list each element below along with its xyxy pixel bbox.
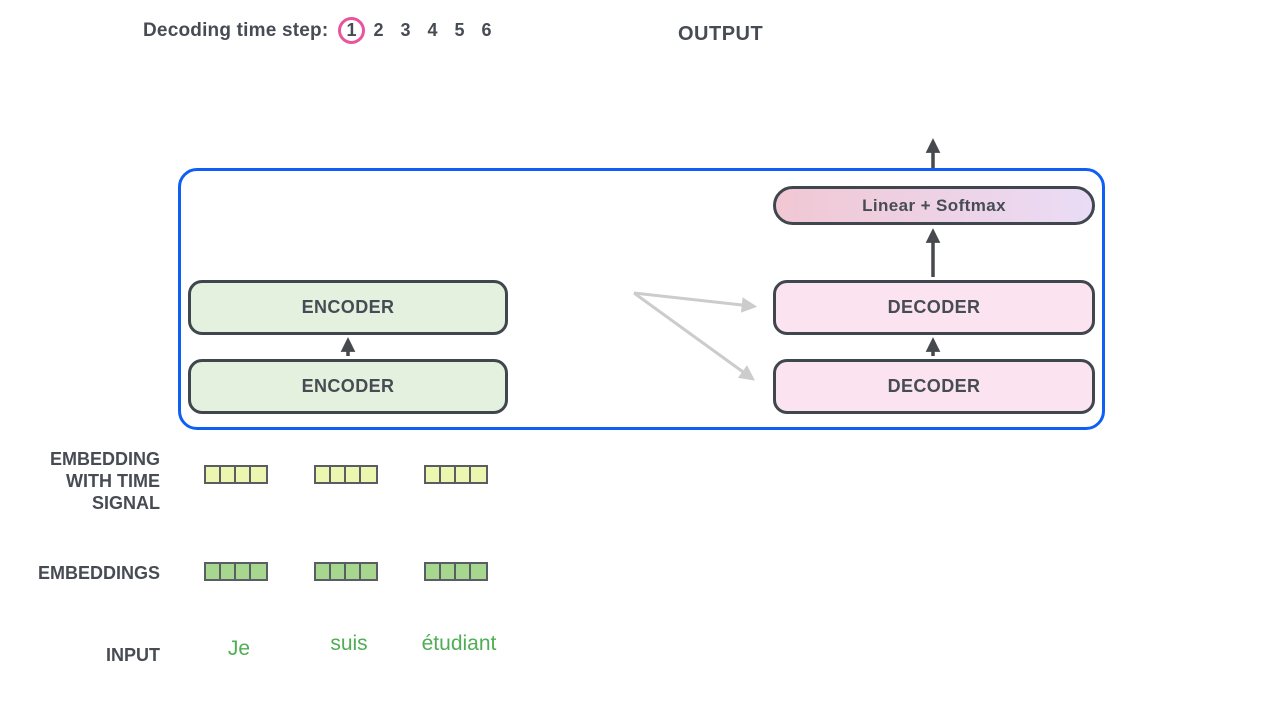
time-step: 4	[427, 20, 438, 40]
time-signal-cell	[441, 467, 456, 482]
time-signal-cells-token-2	[314, 465, 378, 484]
time-signal-cells-token-1	[204, 465, 268, 484]
time-signal-cell	[316, 467, 331, 482]
time-signal-cells-token-3	[424, 465, 488, 484]
time-step: 5	[454, 20, 465, 40]
embedding-cell	[221, 564, 236, 579]
embedding-cell	[456, 564, 471, 579]
transformer-frame	[178, 168, 1105, 430]
encoder-bottom-box: ENCODER	[188, 359, 508, 414]
time-step: 2	[373, 20, 384, 40]
embedding-cells-token-2	[314, 562, 378, 581]
time-signal-cell	[236, 467, 251, 482]
embedding-cell	[471, 564, 486, 579]
input-word-etudiant: étudiant	[421, 632, 497, 655]
decoder-top-box: DECODER	[773, 280, 1095, 335]
time-signal-cell	[456, 467, 471, 482]
embedding-cell	[206, 564, 221, 579]
time-step: 6	[481, 20, 492, 40]
encoder-top-box: ENCODER	[188, 280, 508, 335]
decoder-bottom-box: DECODER	[773, 359, 1095, 414]
time-signal-cell	[346, 467, 361, 482]
embedding-cell	[441, 564, 456, 579]
time-signal-cell	[206, 467, 221, 482]
input-word-suis: suis	[330, 632, 368, 655]
time-signal-cell	[361, 467, 376, 482]
embedding-cells-token-3	[424, 562, 488, 581]
embeddings-label: EMBEDDINGS	[37, 563, 160, 583]
embedding-cell	[251, 564, 266, 579]
time-signal-cell	[251, 467, 266, 482]
time-signal-cell	[221, 467, 236, 482]
time-step-list: 1 2 3 4 5 6	[338, 17, 500, 44]
time-signal-cell	[471, 467, 486, 482]
output-label: OUTPUT	[678, 23, 764, 45]
time-step-selected: 1	[338, 17, 365, 44]
embedding-cell	[236, 564, 251, 579]
embedding-cell	[331, 564, 346, 579]
embedding-cell	[361, 564, 376, 579]
embedding-cell	[316, 564, 331, 579]
time-step: 3	[400, 20, 411, 40]
linear-softmax-box: Linear + Softmax	[773, 186, 1095, 225]
input-word-je: Je	[227, 637, 251, 660]
input-label: INPUT	[106, 645, 160, 665]
embedding-cell	[346, 564, 361, 579]
time-signal-cell	[426, 467, 441, 482]
embedding-cells-token-1	[204, 562, 268, 581]
embedding-time-signal-label: EMBEDDING WITH TIME SIGNAL	[49, 449, 160, 513]
decoding-time-step-label: Decoding time step:	[143, 20, 329, 41]
embedding-cell	[426, 564, 441, 579]
time-signal-cell	[331, 467, 346, 482]
